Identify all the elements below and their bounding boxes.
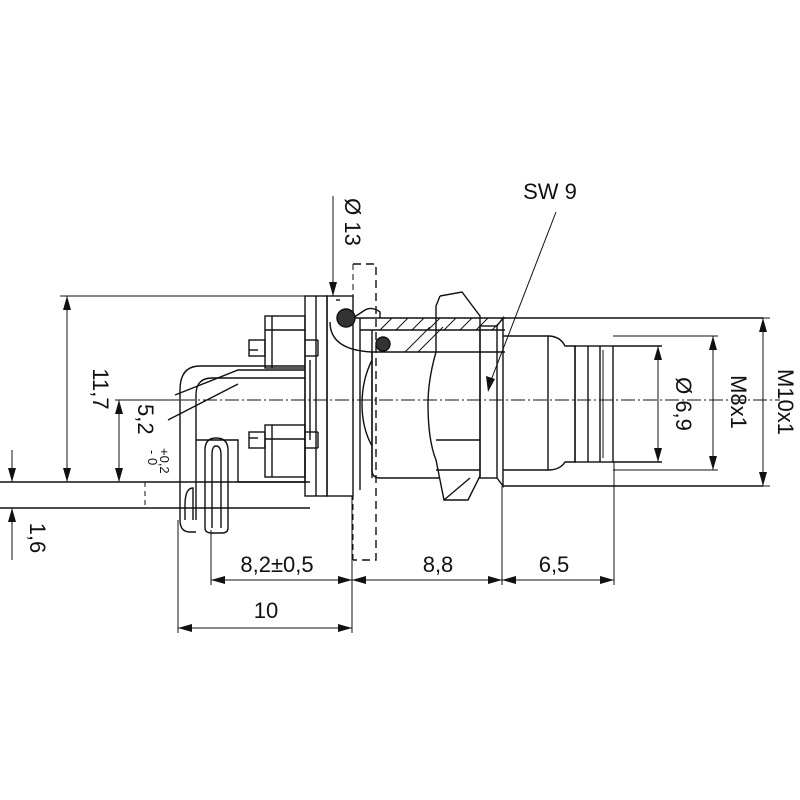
dim-sw9-label: SW 9 (523, 179, 577, 204)
dim-8-8-label: 8,8 (423, 552, 454, 577)
threaded-body (329, 291, 763, 501)
dim-11-7-label: 11,7 (88, 368, 113, 409)
o-ring-1 (336, 308, 356, 328)
angled-housing (167, 315, 319, 534)
o-ring-2 (375, 336, 391, 352)
dim-5-2-label: 5,2 (133, 404, 158, 435)
dim-10-label: 10 (254, 598, 278, 623)
dim-1-6: 1,6 (8, 450, 50, 560)
dim-5-2-tol-plus: +0,2 (157, 448, 172, 474)
dim-dia13-label: Ø 13 (340, 198, 365, 246)
dim-m8-label: M8x1 (726, 375, 751, 429)
dim-11-7: 11,7 (60, 295, 330, 482)
dim-8-2-label: 8,2±0,5 (240, 552, 313, 577)
dim-m10-label: M10x1 (773, 369, 798, 435)
flange (304, 263, 377, 561)
dim-6-5-label: 6,5 (539, 552, 570, 577)
dim-right: Ø 6,9 M8x1 M10x1 (613, 317, 798, 487)
pcb-lines (0, 481, 310, 509)
dim-1-6-label: 1,6 (25, 523, 50, 554)
dim-5-2: 5,2 +0,2 - 0 (115, 399, 180, 482)
dim-sw9: SW 9 (486, 179, 577, 392)
dim-5-2-tol-minus: - 0 (145, 450, 160, 465)
dim-dia13: Ø 13 (329, 196, 365, 296)
dim-bottom: 8,2±0,5 8,8 6,5 10 (177, 462, 615, 633)
dim-dia69-label: Ø 6,9 (671, 377, 696, 431)
